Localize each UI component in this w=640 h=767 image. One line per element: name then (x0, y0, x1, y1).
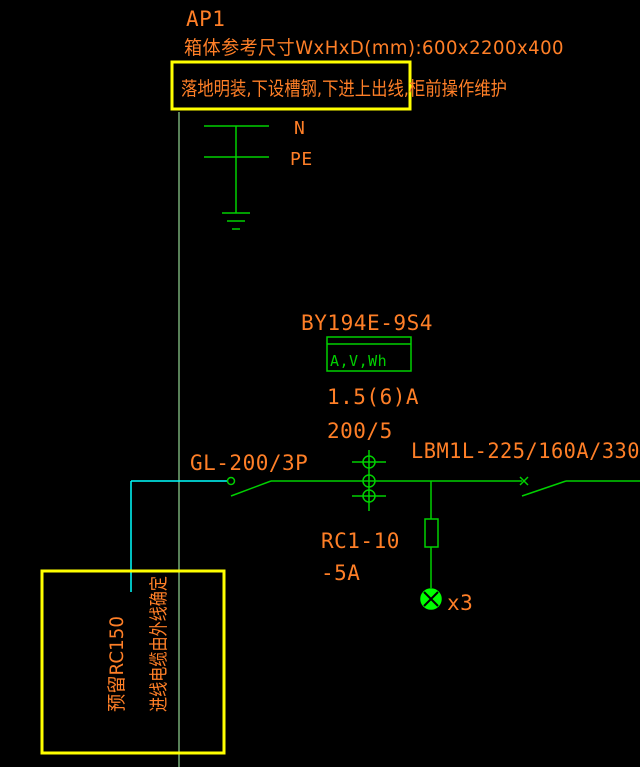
panel-name: AP1 (186, 7, 225, 31)
current-transformer-stack (352, 450, 386, 511)
panel-dimensions: 箱体参考尺寸WxHxD(mm):600x2200x400 (184, 37, 564, 59)
surge-label-line1: RC1-10 (321, 529, 400, 553)
main-breaker-label: LBM1L-225/160A/330 (411, 439, 640, 463)
pe-label: PE (290, 149, 313, 170)
fuse-symbol (424, 518, 439, 548)
meter-function-label: A,V,Wh (330, 352, 387, 370)
cable-note-line2: 进线电缆由外线确定 (148, 576, 170, 712)
surge-label-line2: -5A (321, 561, 360, 585)
cable-note-line1: 预留RC150 (106, 616, 128, 712)
install-note-highlight-box (170, 60, 412, 111)
install-note: 落地明装,下设槽钢,下进上出线,柜前操作维护 (181, 78, 507, 100)
indicator-lamp-icon (420, 588, 442, 610)
isolator-switch (226, 476, 272, 497)
meter-model: BY194E-9S4 (301, 311, 433, 335)
lamp-multiplier: x3 (447, 591, 473, 615)
neutral-label: N (294, 118, 305, 139)
isolator-label: GL-200/3P (190, 451, 308, 475)
cable-note-highlight-box (40, 569, 226, 755)
main-breaker (519, 476, 640, 497)
meter-rating: 1.5(6)A (327, 385, 419, 409)
meter-box: A,V,Wh (326, 336, 412, 372)
ground-symbol (222, 126, 250, 230)
ct-ratio: 200/5 (327, 419, 393, 443)
